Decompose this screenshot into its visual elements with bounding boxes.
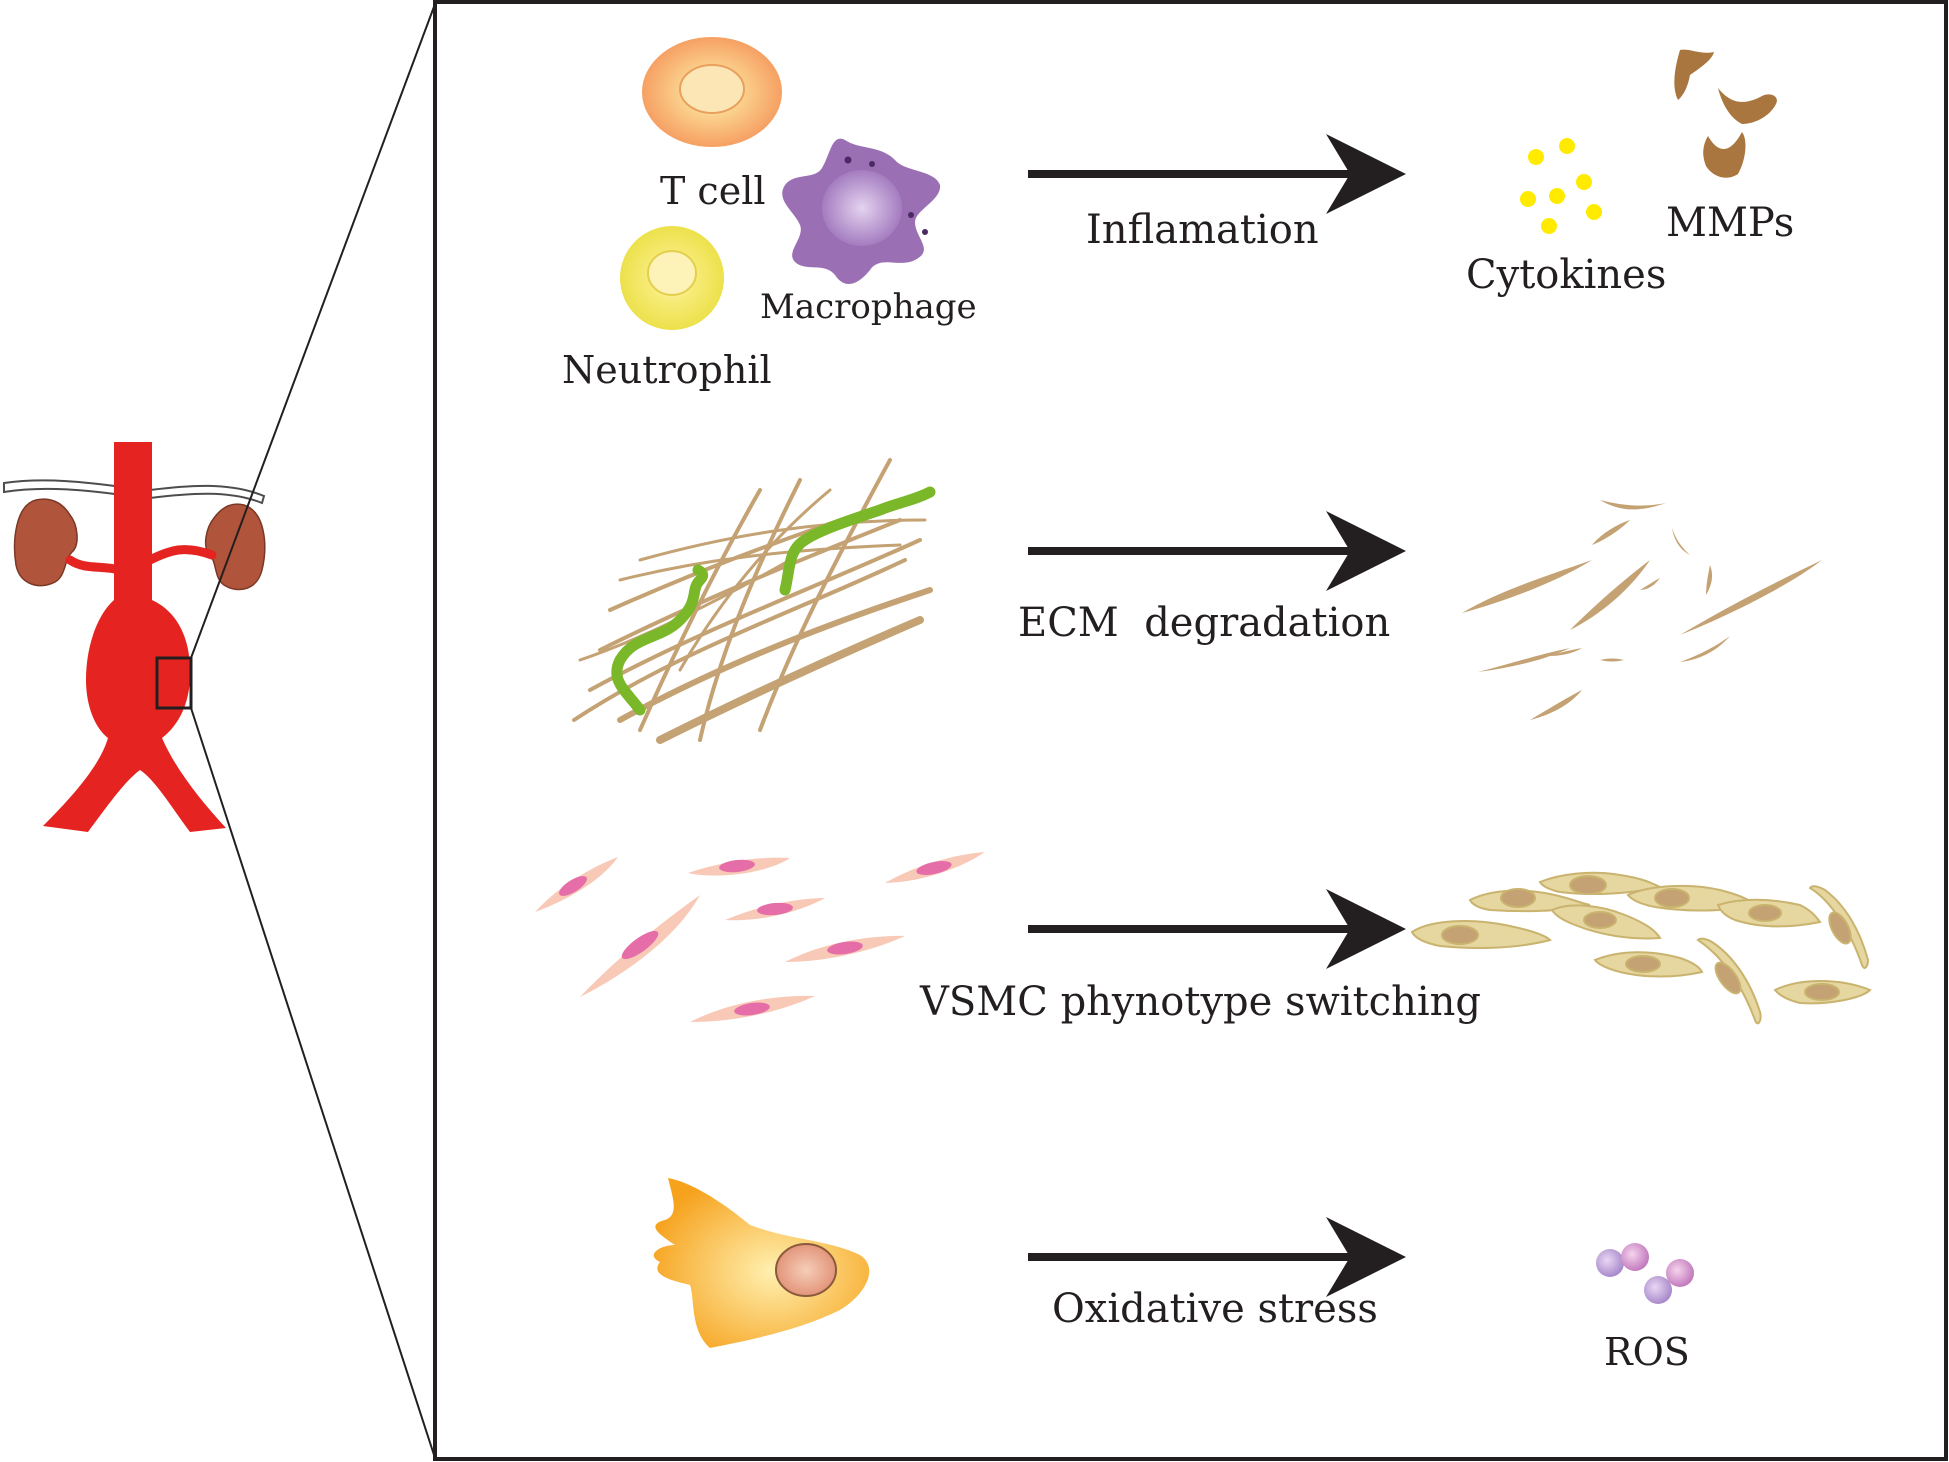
row-inflammation: T cell Macrophage Neutrophil Inflamation	[562, 37, 1794, 392]
aorta-icon	[43, 442, 226, 832]
row-vsmc-switching: VSMC phynotype switching	[535, 852, 1872, 1025]
renal-artery-right	[145, 545, 217, 565]
zoom-line-bottom	[190, 707, 436, 1459]
vsmc-contractile-icon	[535, 852, 985, 1022]
renal-artery-left	[65, 555, 125, 575]
ros-label: ROS	[1604, 1330, 1690, 1374]
vsmc-synthetic-icon	[1410, 871, 1872, 1025]
row-oxidative-stress: Oxidative stress ROS	[653, 1178, 1694, 1374]
t-cell-label: T cell	[660, 169, 766, 213]
ros-icon	[1596, 1243, 1694, 1304]
elastin-fiber-icon	[611, 486, 936, 716]
macrophage-icon	[782, 138, 941, 285]
neutrophil-label: Neutrophil	[562, 348, 772, 392]
inflammation-label: Inflamation	[1086, 207, 1319, 253]
anatomy-overview	[3, 3, 436, 1459]
ecm-degradation-label: ECM degradation	[1018, 600, 1390, 646]
mmps-label: MMPs	[1666, 200, 1794, 246]
zoom-region-box	[155, 656, 193, 710]
oxidative-cell-icon	[653, 1178, 870, 1348]
kidney-icon	[13, 498, 78, 587]
vsmc-switching-label: VSMC phynotype switching	[919, 979, 1481, 1025]
row-ecm-degradation: ECM degradation	[572, 458, 1822, 744]
mmp-icon	[1674, 49, 1777, 178]
t-cell-icon	[642, 37, 782, 147]
ecm-fiber-icon	[572, 458, 933, 744]
macrophage-label: Macrophage	[760, 287, 977, 327]
zoom-line-top	[190, 3, 436, 659]
oxidative-stress-label: Oxidative stress	[1052, 1286, 1378, 1332]
cytokines-label: Cytokines	[1466, 252, 1666, 298]
kidney-icon	[204, 503, 266, 591]
neutrophil-icon	[620, 226, 724, 330]
cytokine-icon	[1520, 138, 1602, 234]
degraded-fiber-icon	[1462, 500, 1822, 720]
